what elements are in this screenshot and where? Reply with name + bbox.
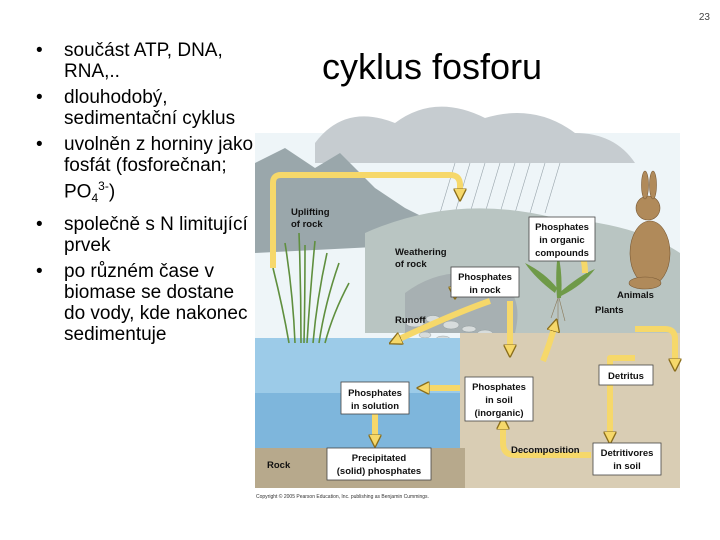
rabbit	[628, 170, 671, 290]
label-rock: Rock	[267, 460, 291, 471]
reeds	[272, 232, 350, 344]
label-decomposition: Decomposition	[511, 445, 580, 456]
label-uplifting-line1: Uplifting	[291, 207, 330, 218]
phosphorus-cycle-diagram: Uplifting of rock Weathering of rock Run…	[255, 106, 685, 488]
plant	[525, 253, 595, 298]
bullet-text: společně s N limitující prvek	[64, 214, 248, 257]
arrow-soil-to-plants	[540, 325, 555, 363]
bullet-text: dlouhodobý, sedimentační cyklus	[64, 87, 236, 129]
box-rock-line2: in rock	[469, 285, 501, 296]
box-detritus-text: Detritus	[608, 371, 644, 382]
box-phosphates-in-solution: Phosphates in solution	[340, 381, 410, 415]
arrow-runoff	[395, 298, 491, 341]
arrow-uplifting	[270, 172, 460, 268]
page-number: 23	[698, 12, 710, 23]
box-precip-line1: Precipitated	[352, 453, 407, 464]
box-organic-line2: in organic	[539, 235, 584, 246]
box-rock-line1: Phosphates	[458, 272, 512, 283]
box-phosphates-in-soil: Phosphates in soil (inorganic)	[464, 376, 534, 422]
box-solution-line2: in solution	[351, 401, 399, 412]
box-soil-line1: Phosphates	[472, 382, 526, 393]
box-solution-line1: Phosphates	[348, 388, 402, 399]
rain	[439, 162, 561, 214]
box-precip-line2: (solid) phosphates	[337, 466, 421, 477]
bullet-text-end: )	[108, 181, 116, 203]
box-detritivores-line2: in soil	[613, 461, 640, 472]
arrow-decomposition	[503, 423, 591, 458]
bullet-item: dlouhodobý, sedimentační cyklus	[28, 87, 258, 129]
label-uplifting-line2: of rock	[291, 219, 323, 230]
bullet-item: po různém čase v biomase se dostane do v…	[28, 261, 258, 345]
box-detritivores-line1: Detritivores	[601, 448, 654, 459]
bullet-item: uvolněn z horniny jako fosfát (fosforečn…	[28, 134, 258, 209]
copyright-note: Copyright © 2005 Pearson Education, Inc.…	[256, 494, 429, 500]
bullet-text: součást ATP, DNA, RNA,..	[64, 40, 223, 82]
label-runoff: Runoff	[395, 315, 426, 326]
bullet-item: společně s N limitující prvek	[28, 214, 258, 256]
label-weathering-line1: Weathering	[395, 247, 447, 258]
box-phosphates-in-rock: Phosphates in rock	[450, 266, 520, 298]
box-soil-line2: in soil	[485, 395, 512, 406]
label-weathering-line2: of rock	[395, 259, 427, 270]
label-animals: Animals	[617, 290, 654, 301]
box-organic-line1: Phosphates	[535, 222, 589, 233]
bullet-superscript: 3-	[98, 179, 109, 193]
bullet-list: součást ATP, DNA, RNA,.. dlouhodobý, sed…	[28, 40, 258, 350]
arrow-detritus-to-detritivores	[610, 355, 635, 438]
bullet-text: uvolněn z horniny jako fosfát (fosforečn…	[64, 134, 254, 203]
box-soil-line3: (inorganic)	[474, 408, 523, 419]
box-organic-line3: compounds	[535, 248, 589, 259]
slide-title: cyklus fosforu	[322, 46, 543, 87]
box-detritus: Detritus	[598, 364, 654, 386]
label-plants: Plants	[595, 305, 624, 316]
cloud	[315, 106, 635, 163]
bullet-subscript: 4	[91, 191, 99, 206]
bullet-text: po různém čase v biomase se dostane do v…	[64, 261, 248, 346]
box-precipitated-phosphates: Precipitated (solid) phosphates	[326, 447, 432, 481]
box-organic-compounds: Phosphates in organic compounds	[528, 216, 596, 262]
box-detritivores-in-soil: Detritivores in soil	[592, 442, 662, 476]
arrow-plants-to-detritus	[635, 326, 675, 365]
bullet-item: součást ATP, DNA, RNA,..	[28, 40, 258, 82]
